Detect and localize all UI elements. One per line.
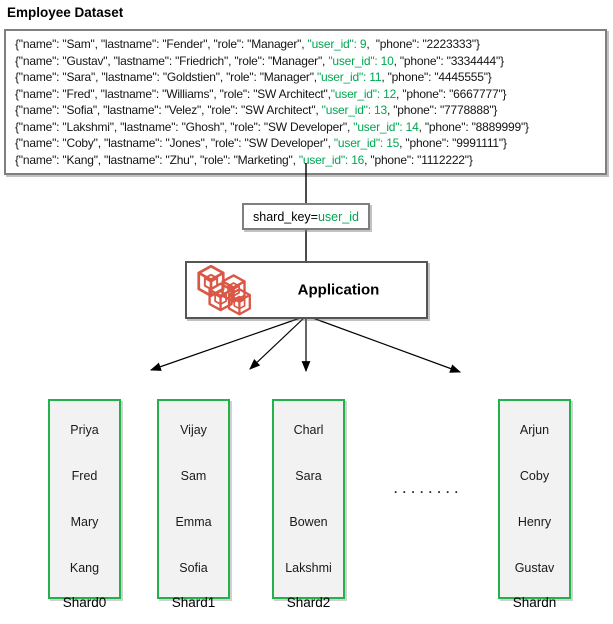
shard-label-shard0: Shard0 [62, 595, 107, 610]
application-label: Application [297, 281, 380, 299]
shard-box-shard0: Priya Fred Mary Kang [48, 399, 121, 599]
record-json-post: , "phone": "2223333"} [366, 37, 480, 51]
record-json-post: , "phone": "9991111"} [399, 136, 507, 150]
dataset-record: {"name": "Sam", "lastname": "Fender", "r… [15, 36, 596, 53]
shard-box-shard2: Charl Sara Bowen Lakshmi [272, 399, 345, 599]
record-json-pre: {"name": "Lakshmi", "lastname": "Ghosh",… [15, 119, 354, 134]
shard-key-label: shard_key= [253, 209, 318, 224]
shard-member: Vijay [180, 423, 207, 437]
record-user-id: "user_id": 11 [316, 70, 382, 84]
shard-label-shardn: Shardn [512, 595, 557, 610]
shard-member: Coby [519, 469, 550, 483]
shard-box-shard1: Vijay Sam Emma Sofia [157, 399, 230, 599]
shard-member: Kang [69, 561, 100, 575]
shard-member: Sam [180, 469, 207, 483]
shard-member: Sofia [179, 561, 208, 575]
application-box: Application [185, 261, 428, 319]
employee-dataset-box: {"name": "Sam", "lastname": "Fender", "r… [4, 29, 607, 175]
dataset-record: {"name": "Coby", "lastname": "Jones", "r… [15, 135, 596, 152]
shard-member: Priya [70, 423, 99, 437]
record-json-post: , "phone": "4445555"} [381, 70, 492, 84]
cubes-icon [197, 265, 251, 316]
record-json-pre: {"name": "Gustav", "lastname": "Friedric… [15, 53, 329, 68]
dataset-record: {"name": "Fred", "lastname": "Williams",… [15, 86, 596, 103]
shard-member: Lakshmi [285, 561, 332, 575]
record-user-id: "user_id": 9 [307, 37, 367, 51]
shard-member: Gustav [514, 561, 555, 575]
record-json-pre: {"name": "Sara", "lastname": "Goldstien"… [15, 70, 317, 84]
shard-box-shardn: Arjun Coby Henry Gustav [498, 399, 571, 599]
shard-member: Arjun [519, 423, 550, 437]
shard-member: Charl [293, 423, 324, 437]
page-title: Employee Dataset [7, 5, 124, 20]
shard-member: Fred [71, 469, 98, 483]
record-user-id: "user_id": 16 [298, 152, 365, 167]
record-user-id: "user_id": 13 [321, 103, 387, 117]
record-json-post: , "phone": "3334444"} [393, 53, 504, 68]
arrow-to-shardn [309, 316, 462, 373]
shard-member: Mary [70, 515, 99, 529]
record-user-id: "user_id": 10 [328, 53, 394, 68]
arrow-to-shard0 [149, 316, 304, 371]
record-json-pre: {"name": "Coby", "lastname": "Jones", "r… [15, 136, 334, 150]
record-json-post: , "phone": "1112222"} [364, 152, 473, 167]
record-user-id: "user_id": 15 [333, 136, 400, 150]
record-user-id: "user_id": 14 [353, 119, 419, 134]
shard-member: Henry [517, 515, 552, 529]
record-json-pre: {"name": "Sam", "lastname": "Fender", "r… [15, 37, 308, 51]
record-json-pre: {"name": "Fred", "lastname": "Williams",… [15, 86, 331, 101]
record-json-post: , "phone": "8889999"} [418, 119, 529, 134]
shard-member: Sara [295, 469, 322, 483]
shard-member: Bowen [289, 515, 328, 529]
arrow-to-shard1 [249, 316, 306, 370]
shard-member: Emma [175, 515, 212, 529]
dataset-record: {"name": "Lakshmi", "lastname": "Ghosh",… [15, 119, 596, 136]
record-json-post: , "phone": "7778888"} [386, 103, 498, 117]
dataset-record: {"name": "Kang", "lastname": "Zhu", "rol… [15, 152, 596, 169]
ellipsis-dots: . . . . . . . . [394, 482, 460, 496]
shard-key-value: user_id [317, 209, 359, 224]
dataset-record: {"name": "Sara", "lastname": "Goldstien"… [15, 69, 596, 86]
shard-key-box: shard_key=user_id [242, 203, 370, 230]
dataset-record: {"name": "Gustav", "lastname": "Friedric… [15, 53, 596, 70]
record-json-pre: {"name": "Sofia", "lastname": "Velez", "… [15, 103, 322, 117]
dataset-record: {"name": "Sofia", "lastname": "Velez", "… [15, 102, 596, 119]
record-user-id: "user_id": 12 [330, 86, 397, 101]
shard-label-shard2: Shard2 [286, 595, 331, 610]
shard-label-shard1: Shard1 [171, 595, 216, 610]
record-json-pre: {"name": "Kang", "lastname": "Zhu", "rol… [15, 152, 299, 167]
record-json-post: , "phone": "6667777"} [396, 86, 507, 101]
